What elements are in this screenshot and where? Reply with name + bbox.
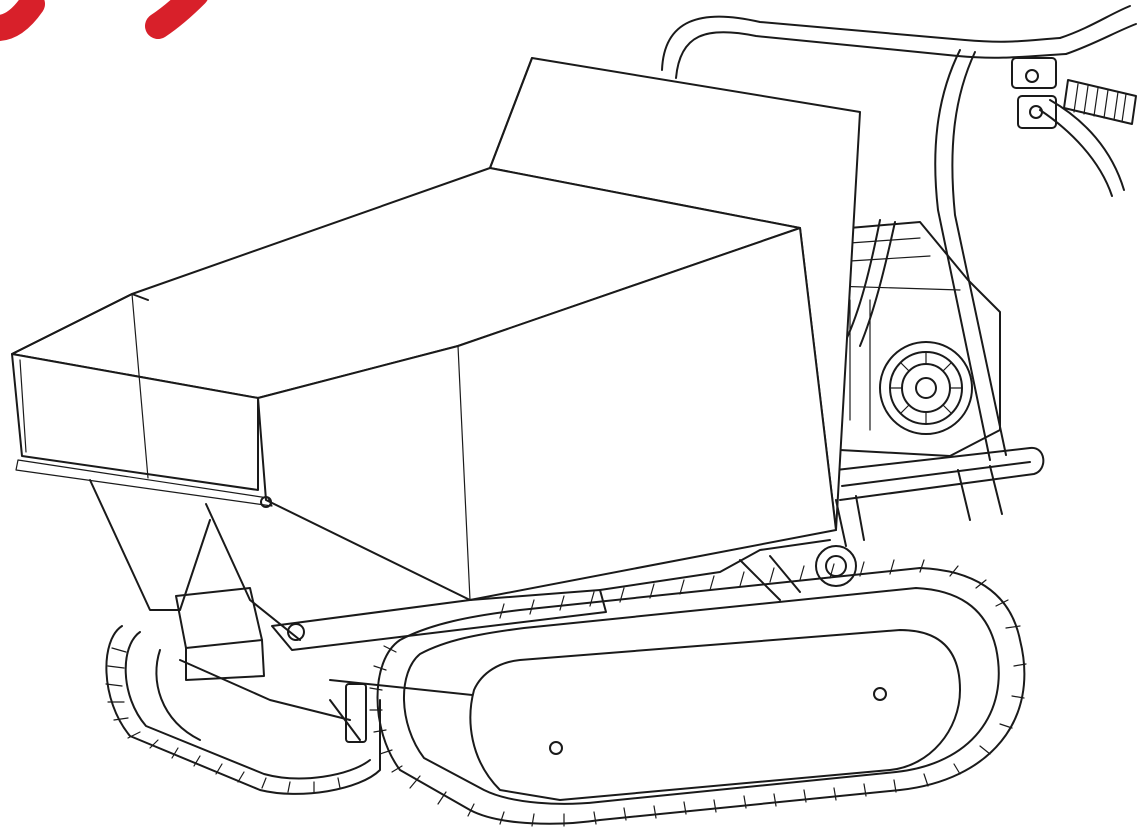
bumper-tube [835, 446, 1045, 501]
track-side-plate [469, 629, 961, 801]
throttle-lever-assembly [1011, 57, 1057, 129]
plate-bolt-right [873, 687, 887, 701]
chassis [599, 495, 865, 601]
handle-lower-curve [1039, 99, 1125, 197]
handle-top-rail [1059, 5, 1137, 55]
handle-frame [661, 5, 1137, 461]
front-guard [835, 446, 1045, 521]
left-track-outer [105, 625, 381, 795]
brand-arc-right [145, 0, 208, 39]
right-track-treads-top [499, 559, 1021, 629]
handle-bar-right [934, 49, 991, 461]
fuel-hose [845, 219, 896, 347]
drive-sprocket [815, 545, 857, 587]
right-track-outer [376, 567, 1026, 825]
right-track-treads-bottom [409, 663, 1027, 827]
hopper-rim [11, 57, 533, 355]
handle-bar-right-2 [951, 51, 1007, 456]
handle-grip [1063, 79, 1137, 125]
right-track [369, 545, 1027, 827]
brand-arc-left [0, 0, 45, 41]
brand-arc-mark [0, 0, 208, 41]
handle-outer-loop [661, 15, 1061, 71]
dump-hopper [11, 57, 861, 601]
recoil-starter [879, 341, 973, 435]
left-track [105, 625, 381, 795]
handle-inner-loop [675, 31, 1067, 79]
hopper-spout [11, 353, 259, 491]
tilt-arm [271, 589, 607, 651]
plate-bolt-left [549, 741, 563, 755]
left-track-treads [105, 647, 341, 793]
right-track-inner [403, 587, 1000, 805]
right-track-treads-front [369, 645, 403, 773]
